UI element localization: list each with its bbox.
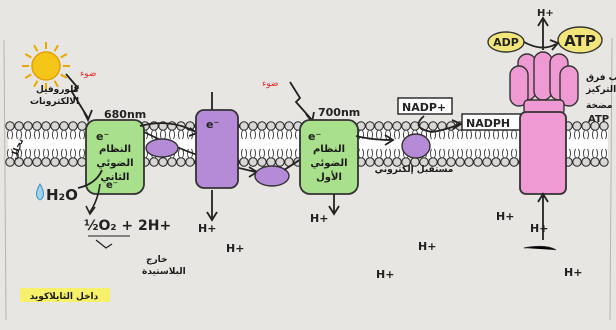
light-label-ps1: ضوء <box>262 79 279 89</box>
water-electron: e⁻ <box>106 180 118 191</box>
thylakoid-interior-label: داخل الثايلاكويد <box>30 292 99 302</box>
h-plus-5: H+ <box>496 210 514 223</box>
ps1-label-line1: النظام <box>313 144 345 155</box>
ps2-label-line1: النظام <box>99 144 131 155</box>
ps1-label-line3: الأول <box>316 170 342 183</box>
plastocyanin <box>255 166 289 186</box>
electron-acceptor <box>402 134 430 158</box>
ps2-electron: e⁻ <box>96 130 109 143</box>
h-plus-4: H+ <box>376 268 394 281</box>
atp-note-line2: التركيز <box>585 85 616 95</box>
electron-acceptor-label: مستقبل إلكتروني <box>375 165 454 175</box>
nadph: NADPH <box>466 117 510 130</box>
h-plus-6: H+ <box>530 222 548 235</box>
cyto-electron: e⁻ <box>206 118 219 131</box>
ps1-label-line2: الضوئي <box>310 158 347 169</box>
ps2-label-line2: الضوئي <box>96 158 133 169</box>
light-label-ps2: ضوء <box>80 69 97 79</box>
atp-synthase-label-line1: مضخة <box>586 101 612 111</box>
ps2-wavelength: 680nm <box>104 108 146 121</box>
atp-note-line1: لسبب فرق <box>586 73 616 83</box>
h-plus-8: H+ <box>198 222 216 235</box>
plastoquinone <box>146 139 178 157</box>
cytochrome-complex: e⁻ <box>196 110 238 188</box>
atp-synthase-label-line2: ATP <box>588 114 609 125</box>
h-plus-1: H+ <box>310 212 328 225</box>
exit-note-line1: خارج <box>146 255 168 265</box>
h-plus-top: H+ <box>537 8 554 19</box>
water-label: H₂O <box>46 186 78 204</box>
exit-note-line2: البلاستيدة <box>142 267 186 277</box>
chlorophyll-note-line1: كلوروفيل <box>36 85 80 95</box>
photosystem-i: e⁻ النظام الضوئي الأول <box>300 120 358 194</box>
h-plus-3: H+ <box>418 240 436 253</box>
ps1-electron: e⁻ <box>308 130 321 143</box>
water-split-products: ½O₂ + 2H+ <box>84 218 171 234</box>
h-plus-2: H+ <box>226 242 244 255</box>
ps1-wavelength: 700nm <box>318 106 360 119</box>
h-plus-7: H+ <box>564 266 582 279</box>
adp-label: ADP <box>493 36 519 49</box>
chlorophyll-note-line2: الالكترونات <box>30 97 79 107</box>
nadp-plus: NADP+ <box>402 101 446 114</box>
atp-label: ATP <box>564 32 596 50</box>
